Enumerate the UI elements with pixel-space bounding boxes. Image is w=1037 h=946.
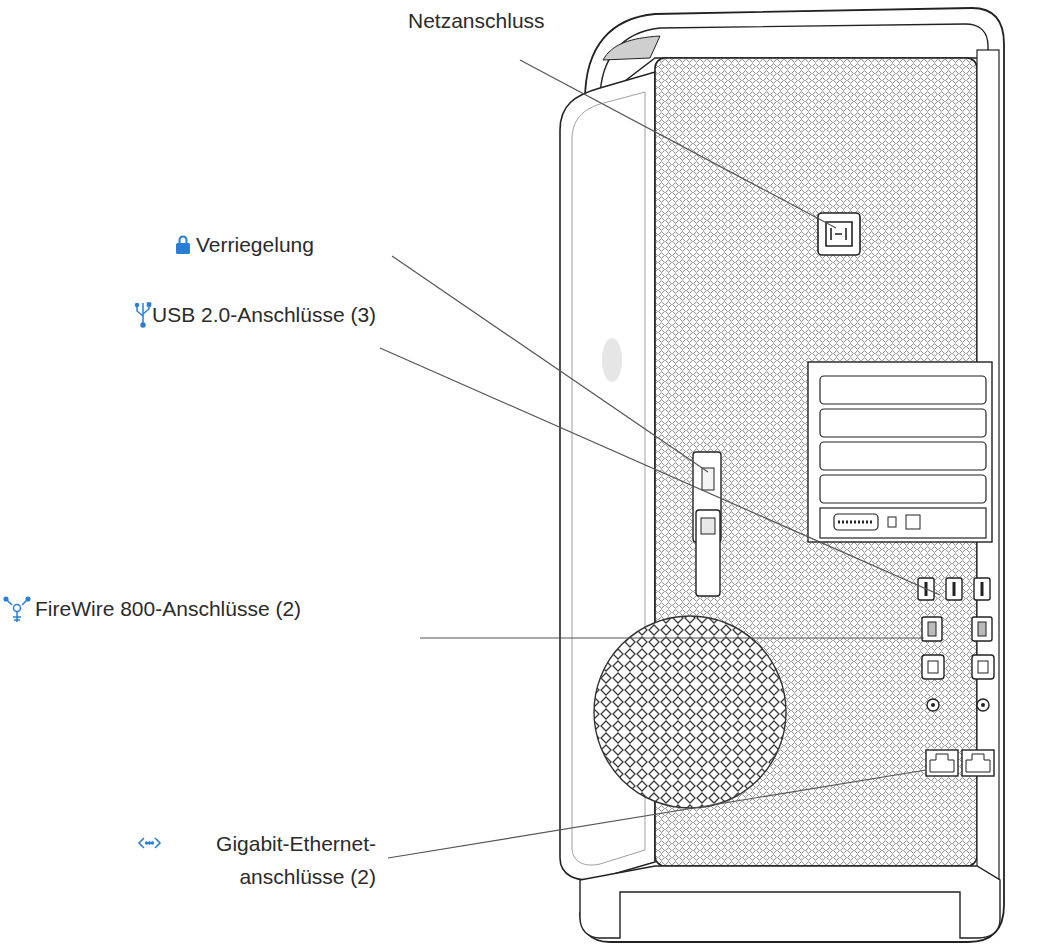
firewire-port <box>922 617 942 641</box>
part-label: Verriegelung <box>196 228 416 261</box>
firewire-icon <box>4 597 30 622</box>
leader-line <box>380 60 940 858</box>
ethernet-icon <box>139 838 160 848</box>
fan-grille <box>594 616 786 808</box>
optical-audio-port <box>922 655 944 679</box>
part-label: Gigabit-Ethernet- anschlüsse (2) <box>146 827 376 893</box>
audio-jack <box>927 699 939 711</box>
bottom-handle <box>580 866 1000 938</box>
pci-slots <box>808 362 992 542</box>
lock-icon <box>176 237 190 254</box>
part-label: Netzanschluss <box>408 4 578 37</box>
usb-icon <box>136 303 151 327</box>
power-socket <box>818 213 860 255</box>
part-label: FireWire 800-Anschlüsse (2) <box>35 592 435 625</box>
part-label: USB 2.0-Anschlüsse (3) <box>152 298 412 331</box>
